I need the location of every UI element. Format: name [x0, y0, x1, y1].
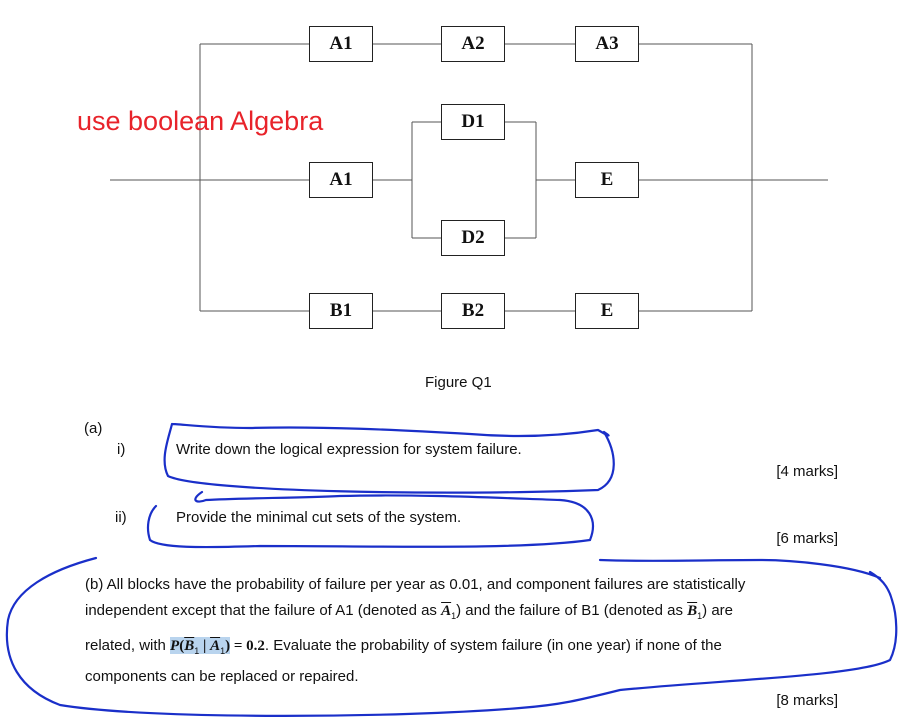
block-a1-top: A1 [309, 26, 373, 62]
block-a3: A3 [575, 26, 639, 62]
part-i-text: Write down the logical expression for sy… [176, 441, 522, 458]
part-b-line4: components can be replaced or repaired. [85, 668, 359, 685]
b1-complement-symbol: B [687, 603, 698, 619]
block-e-mid: E [575, 162, 639, 198]
handwritten-annotation: use boolean Algebra [77, 106, 324, 136]
part-a-label: (a) [84, 420, 103, 437]
part-i-marks: [4 marks] [776, 463, 838, 480]
block-b2: B2 [441, 293, 505, 329]
part-i-label: i) [117, 441, 126, 458]
part-b-marks: [8 marks] [776, 692, 838, 709]
a1-complement-symbol: A [441, 603, 452, 619]
block-b1: B1 [309, 293, 373, 329]
part-ii-marks: [6 marks] [776, 530, 838, 547]
part-ii-text: Provide the minimal cut sets of the syst… [176, 509, 462, 526]
block-e-bot: E [575, 293, 639, 329]
block-a1-mid: A1 [309, 162, 373, 198]
part-ii-label: ii) [115, 509, 127, 526]
figure-caption: Figure Q1 [425, 374, 492, 391]
reliability-block-diagram [110, 43, 828, 312]
part-b-line1: (b) All blocks have the probability of f… [85, 576, 746, 593]
part-b-line3: related, with P(B1 | A1) = 0.2. Evaluate… [85, 637, 722, 656]
block-d1: D1 [441, 104, 505, 140]
block-d2: D2 [441, 220, 505, 256]
probability-formula: P(B1 | A1) [170, 637, 231, 656]
block-a2: A2 [441, 26, 505, 62]
part-b-line2: independent except that the failure of A… [85, 602, 733, 621]
